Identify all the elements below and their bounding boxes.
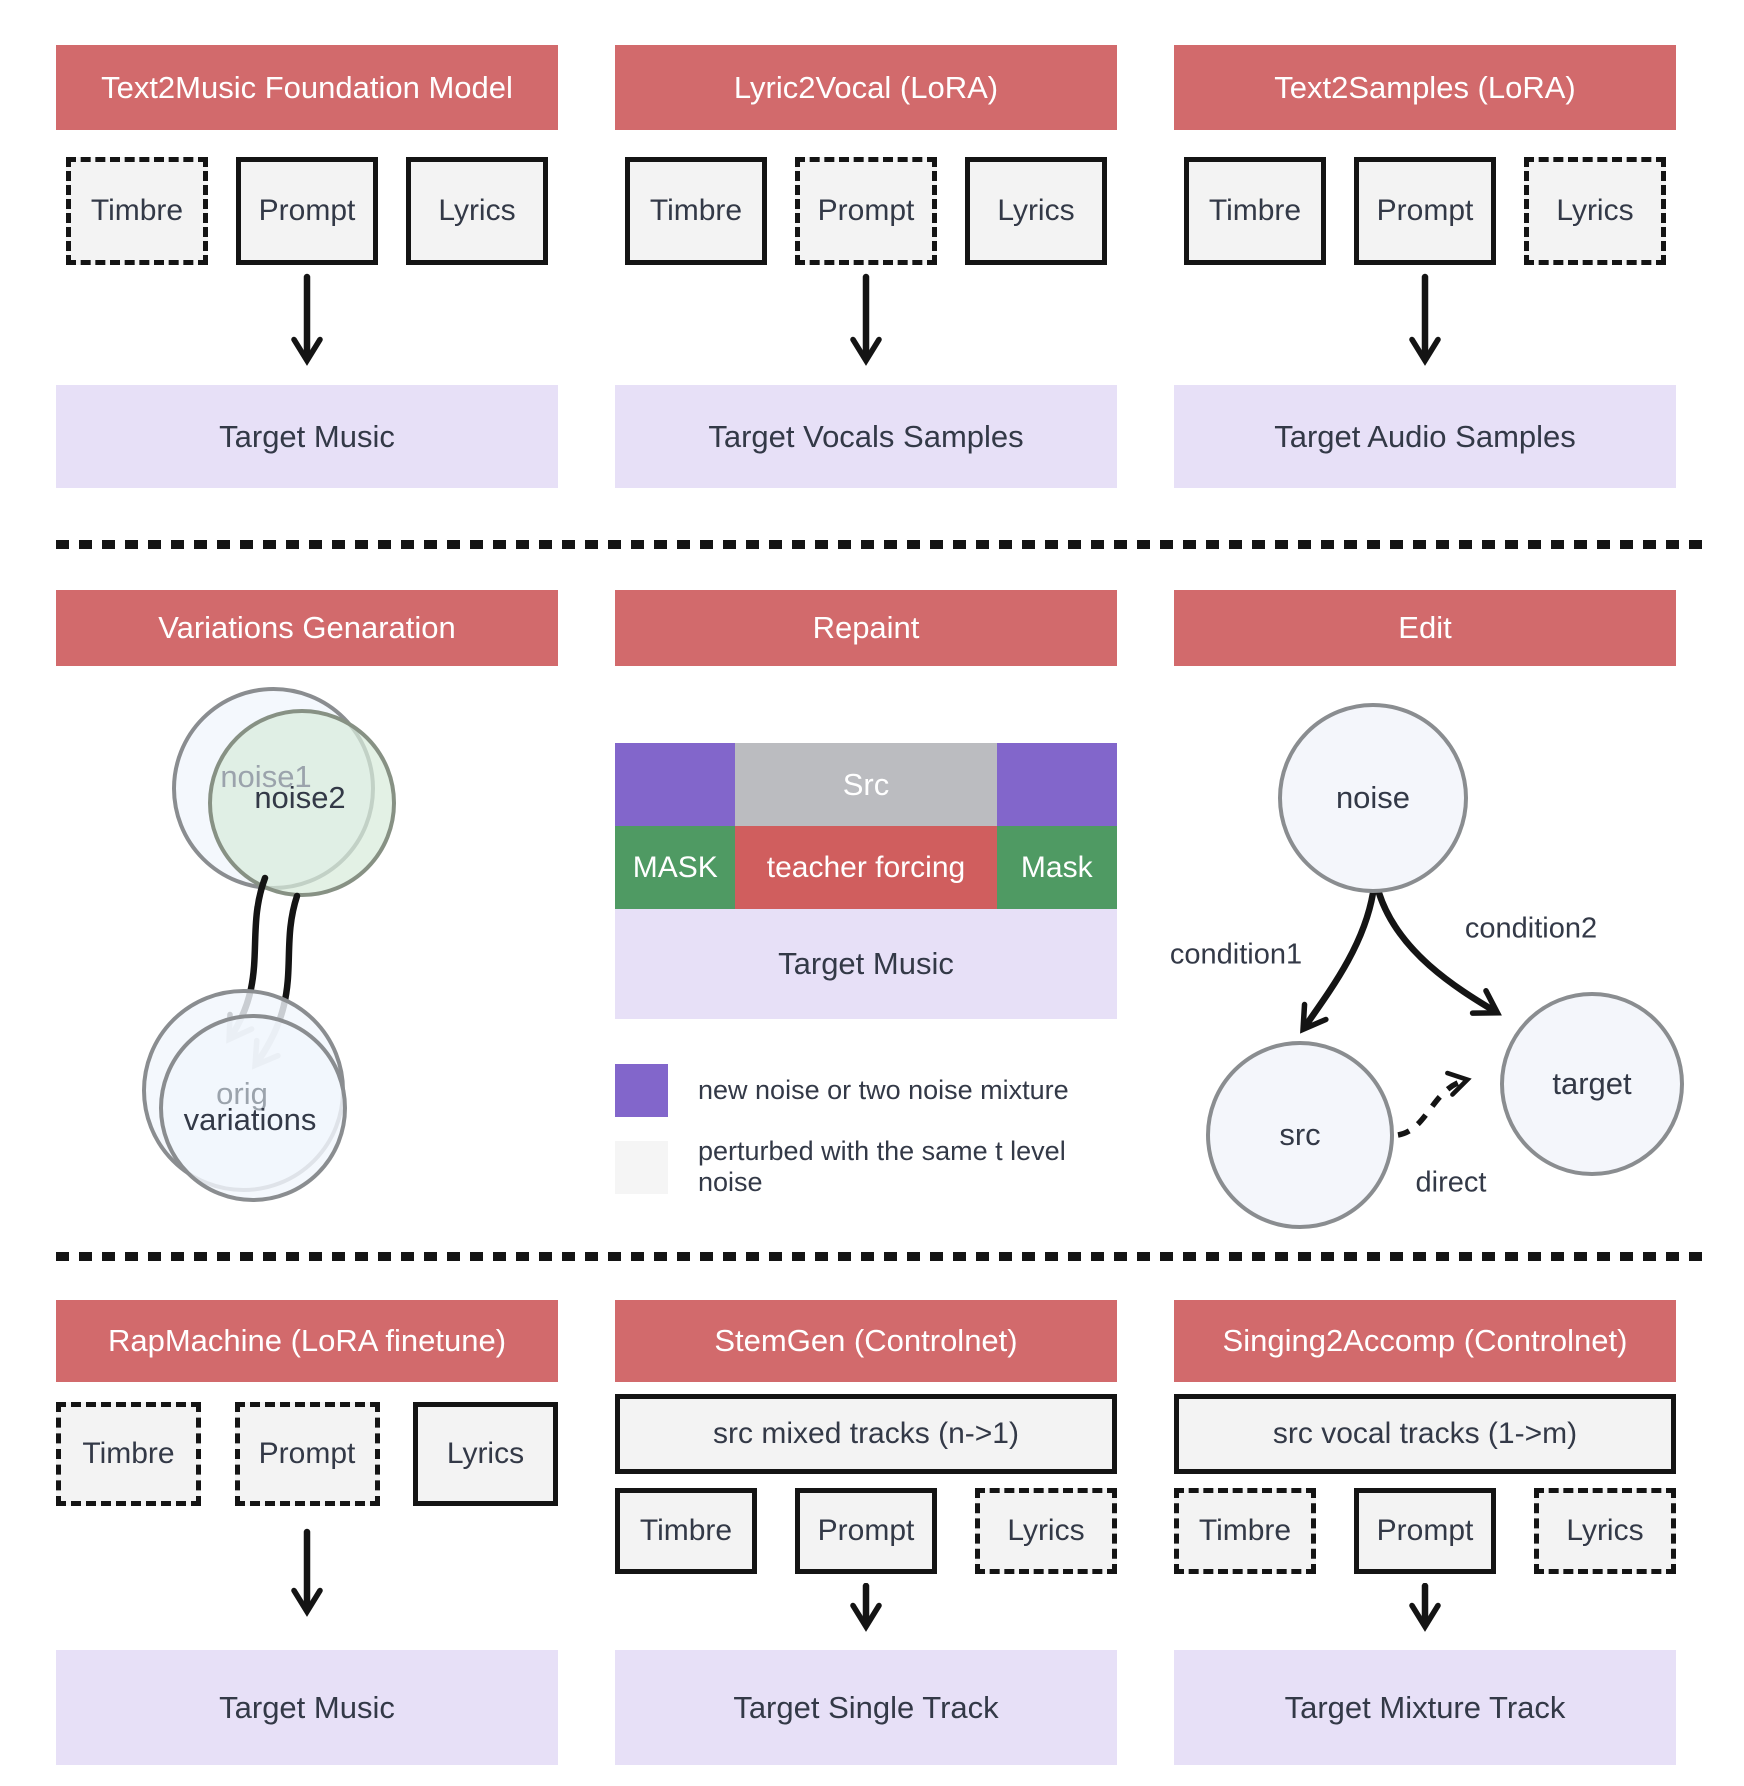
input-box-timbre: Timbre xyxy=(66,157,208,265)
variations-circle xyxy=(159,1014,347,1202)
condition1-label: condition1 xyxy=(1169,938,1303,971)
teacher-forcing-block: teacher forcing xyxy=(735,826,997,909)
panel-rapmachine: RapMachine (LoRA finetune) Timbre Prompt… xyxy=(56,1300,558,1765)
inputs-row: Timbre Prompt Lyrics xyxy=(1174,1488,1676,1574)
noise-node: noise xyxy=(1278,703,1468,893)
target-box-text2music: Target Music xyxy=(56,385,558,488)
input-box-prompt: Prompt xyxy=(236,157,378,265)
input-box-lyrics: Lyrics xyxy=(1534,1488,1676,1574)
variations-label: variations xyxy=(183,1102,317,1137)
legend-label: new noise or two noise mixture xyxy=(698,1075,1069,1105)
legend-label: perturbed with the same t level noise xyxy=(698,1136,1066,1197)
panel-text2music: Text2Music Foundation Model Timbre Promp… xyxy=(56,45,558,488)
input-box-timbre: Timbre xyxy=(1184,157,1326,265)
panel-header-text2samples: Text2Samples (LoRA) xyxy=(1174,45,1676,130)
flow-arrow-zone xyxy=(56,265,558,385)
down-arrow xyxy=(1409,273,1441,366)
section-divider xyxy=(56,540,1706,549)
flow-arrow-zone xyxy=(1174,1574,1676,1650)
flow-arrow-zone xyxy=(615,265,1117,385)
panel-header-lyric2vocal: Lyric2Vocal (LoRA) xyxy=(615,45,1117,130)
mask-block-right: Mask xyxy=(996,826,1117,909)
down-arrow xyxy=(850,273,882,366)
inputs-row: Timbre Prompt Lyrics xyxy=(615,1488,1117,1574)
condition2-label: condition2 xyxy=(1464,912,1598,945)
target-node: target xyxy=(1500,992,1684,1176)
legend-item-perturbed: perturbed with the same t level noise xyxy=(615,1136,1117,1198)
light-swatch xyxy=(615,1140,668,1194)
panel-header-stemgen: StemGen (Controlnet) xyxy=(615,1300,1117,1382)
application-tasks-row: RapMachine (LoRA finetune) Timbre Prompt… xyxy=(0,1300,1744,1765)
purple-swatch xyxy=(615,1064,668,1117)
down-arrow xyxy=(850,1583,882,1632)
target-box-lyric2vocal: Target Vocals Samples xyxy=(615,385,1117,488)
inference-ops-row: Variations Genaration noise1 noise2 orig… xyxy=(0,590,1744,1252)
input-box-timbre: Timbre xyxy=(56,1402,201,1506)
input-box-prompt: Prompt xyxy=(234,1402,380,1506)
target-box-stemgen: Target Single Track xyxy=(615,1650,1117,1765)
inputs-row: Timbre Prompt Lyrics xyxy=(1174,157,1676,265)
input-box-timbre: Timbre xyxy=(625,157,767,265)
panel-repaint: Repaint Src MASK teacher forcing Mask Ta… xyxy=(615,590,1117,1252)
input-box-prompt: Prompt xyxy=(795,157,937,265)
down-arrow xyxy=(1409,1583,1441,1632)
src-block: Src xyxy=(735,743,997,826)
panel-header-singing2accomp: Singing2Accomp (Controlnet) xyxy=(1174,1300,1676,1382)
target-box-text2samples: Target Audio Samples xyxy=(1174,385,1676,488)
down-arrow xyxy=(291,273,323,366)
inputs-row: Timbre Prompt Lyrics xyxy=(615,157,1117,265)
inputs-row: Timbre Prompt Lyrics xyxy=(56,157,558,265)
panel-header-edit: Edit xyxy=(1174,590,1676,666)
section-divider xyxy=(56,1252,1706,1261)
panel-header-variations: Variations Genaration xyxy=(56,590,558,666)
src-node: src xyxy=(1206,1041,1394,1229)
input-box-prompt: Prompt xyxy=(1354,157,1496,265)
diagram-page: Text2Music Foundation Model Timbre Promp… xyxy=(0,45,1744,1786)
flow-arrow-zone xyxy=(56,1506,558,1650)
target-box-rapmachine: Target Music xyxy=(56,1650,558,1765)
panel-lyric2vocal: Lyric2Vocal (LoRA) Timbre Prompt Lyrics … xyxy=(615,45,1117,488)
src-mixed-tracks-box: src mixed tracks (n->1) xyxy=(615,1394,1117,1474)
input-box-prompt: Prompt xyxy=(795,1488,937,1574)
panel-singing2accomp: Singing2Accomp (Controlnet) src vocal tr… xyxy=(1174,1300,1676,1765)
edit-arrows xyxy=(1300,889,1502,1138)
input-box-lyrics: Lyrics xyxy=(975,1488,1117,1574)
panel-header-rapmachine: RapMachine (LoRA finetune) xyxy=(56,1300,558,1382)
panel-header-repaint: Repaint xyxy=(615,590,1117,666)
flow-arrow-zone xyxy=(615,1574,1117,1650)
input-box-lyrics: Lyrics xyxy=(1524,157,1666,265)
input-box-timbre: Timbre xyxy=(1174,1488,1316,1574)
repaint-legend: new noise or two noise mixture perturbed… xyxy=(615,1064,1117,1198)
target-box-singing2accomp: Target Mixture Track xyxy=(1174,1650,1676,1765)
down-arrow xyxy=(291,1528,323,1617)
mask-block-left: MASK xyxy=(615,826,736,909)
repaint-diagram: Src MASK teacher forcing Mask xyxy=(615,743,1117,909)
direct-label: direct xyxy=(1415,1166,1487,1199)
flow-arrow-zone xyxy=(1174,265,1676,385)
repaint-target-box: Target Music xyxy=(615,909,1117,1019)
panel-text2samples: Text2Samples (LoRA) Timbre Prompt Lyrics… xyxy=(1174,45,1676,488)
noise1-label: noise1 xyxy=(220,759,312,794)
input-box-prompt: Prompt xyxy=(1354,1488,1496,1574)
input-box-lyrics: Lyrics xyxy=(406,157,548,265)
noise2-label: noise2 xyxy=(254,780,346,815)
noise2-circle xyxy=(208,709,396,897)
panel-edit: Edit noise src target condition1 conditi… xyxy=(1170,590,1684,1252)
input-box-lyrics: Lyrics xyxy=(965,157,1107,265)
input-box-timbre: Timbre xyxy=(615,1488,757,1574)
panel-header-text2music: Text2Music Foundation Model xyxy=(56,45,558,130)
new-noise-block-right xyxy=(996,743,1117,826)
input-box-lyrics: Lyrics xyxy=(413,1402,558,1506)
new-noise-block-left xyxy=(615,743,736,826)
inputs-row: Timbre Prompt Lyrics xyxy=(56,1402,558,1506)
panel-stemgen: StemGen (Controlnet) src mixed tracks (n… xyxy=(615,1300,1117,1765)
training-tasks-row: Text2Music Foundation Model Timbre Promp… xyxy=(0,45,1744,488)
panel-variations: Variations Genaration noise1 noise2 orig… xyxy=(56,590,558,1252)
orig-label: orig xyxy=(216,1076,268,1111)
src-vocal-tracks-box: src vocal tracks (1->m) xyxy=(1174,1394,1676,1474)
legend-item-noise: new noise or two noise mixture xyxy=(615,1064,1117,1117)
